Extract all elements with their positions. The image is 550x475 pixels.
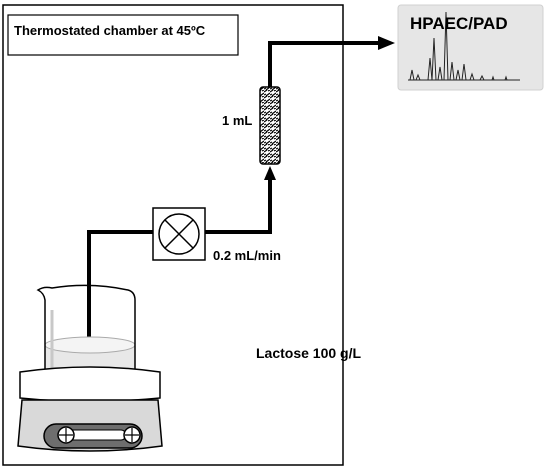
column-volume-label: 1 mL [222,113,253,128]
peristaltic-pump-icon [152,207,206,261]
magnetic-stirrer-icon [17,366,163,452]
chromatogram-icon [408,11,520,81]
chamber-label-box [7,14,239,56]
detector-panel [397,4,544,91]
flow-rate-label: 0.2 mL/min [213,248,281,263]
detector-label: HPAEC/PAD [410,14,508,33]
tubing [87,41,380,370]
arrow-icon [264,166,276,180]
substrate-label: Lactose 100 g/L [256,345,362,361]
packed-column-icon [259,86,281,165]
chamber-label: Thermostated chamber at 45ºC [14,23,206,38]
arrow-icon [378,36,395,50]
